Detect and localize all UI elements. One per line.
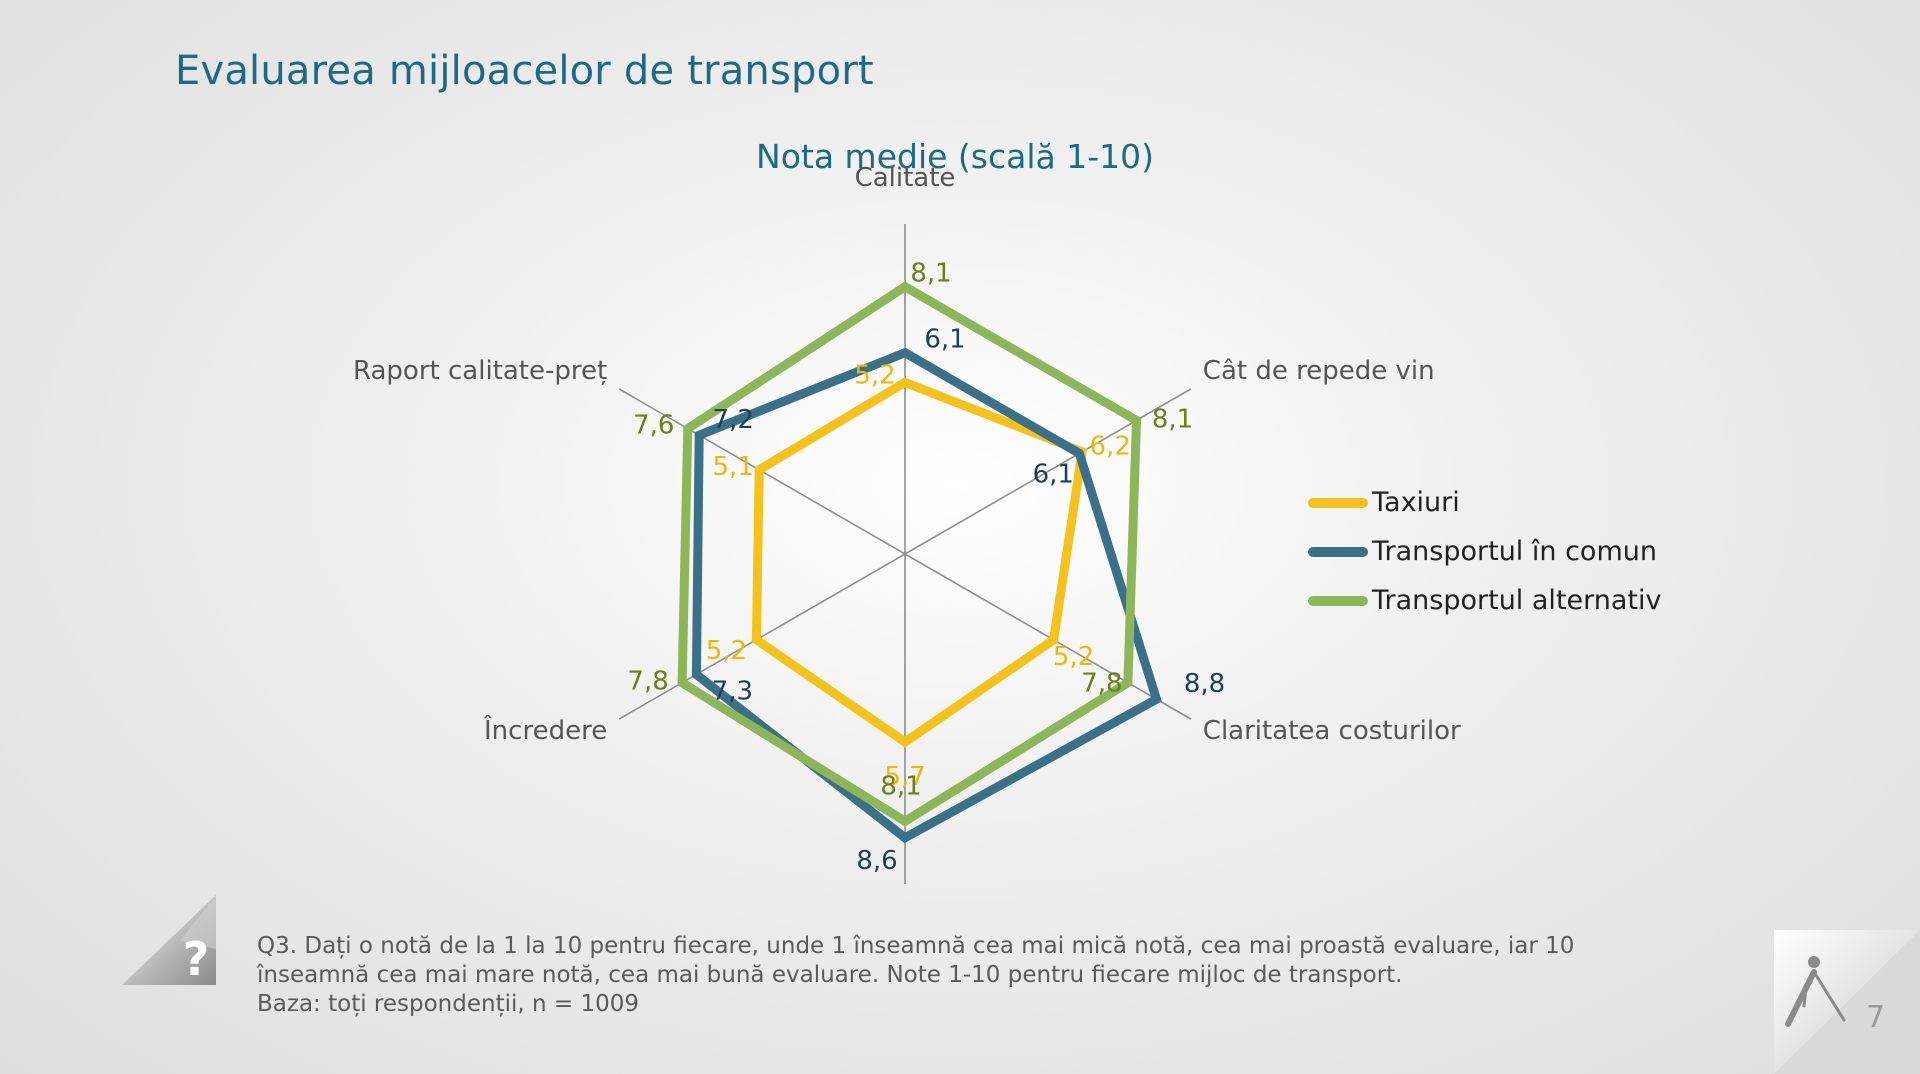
footnote-line-3: Baza: toți respondenții, n = 1009: [257, 991, 639, 1017]
data-label-taxiuri-incredere: 5,2: [706, 636, 747, 666]
question-footnote: Q3. Dați o notă de la 1 la 10 pentru fie…: [257, 932, 1677, 1019]
legend-label-transport-comun: Transportul în comun: [1372, 536, 1657, 567]
data-label-transport-alternativ-incredere: 7,8: [627, 667, 668, 697]
data-label-transport-comun-raport-calitate-pret: 7,2: [713, 405, 754, 435]
series-polygon-transport-comun: [691, 347, 1162, 844]
footnote-line-1: Q3. Dați o notă de la 1 la 10 pentru fie…: [257, 933, 1575, 959]
company-logo-icon: [1774, 930, 1920, 1074]
data-label-transport-alternativ-cat-de-repede-vin: 8,1: [1152, 404, 1193, 434]
data-label-transport-alternativ-calitate: 8,1: [910, 259, 951, 289]
axis-label-incredere: Încredere: [483, 714, 607, 746]
legend-swatch-taxiuri: [1308, 497, 1368, 508]
svg-text:?: ?: [183, 932, 210, 986]
series-polygon-transport-alternativ: [677, 281, 1142, 827]
chart-title: Nota medie (scală 1-10): [756, 137, 1154, 176]
legend-item-transport-alternativ[interactable]: Transportul alternativ: [1308, 576, 1662, 625]
axis-line-cat-de-repede-vin: [904, 388, 1192, 555]
data-label-transport-alternativ-claritatea-traseului: 8,1: [880, 771, 921, 801]
data-label-taxiuri-claritatea-costurilor: 5,2: [1053, 642, 1094, 672]
data-label-taxiuri-claritatea-traseului: 5,7: [884, 762, 925, 792]
data-label-transport-comun-incredere: 7,3: [712, 677, 753, 707]
data-label-transport-alternativ-raport-calitate-pret: 7,6: [633, 411, 674, 441]
axis-label-calitate: Calitate: [855, 163, 956, 193]
legend-swatch-transport-comun: [1308, 546, 1368, 557]
data-label-transport-comun-cat-de-repede-vin: 6,1: [1033, 459, 1074, 489]
data-label-transport-comun-calitate: 6,1: [924, 325, 965, 355]
page-title: Evaluarea mijloacelor de transport: [175, 48, 874, 94]
data-label-taxiuri-raport-calitate-pret: 5,1: [713, 452, 754, 482]
legend-label-transport-alternativ: Transportul alternativ: [1372, 585, 1662, 616]
legend-item-transport-comun[interactable]: Transportul în comun: [1308, 527, 1662, 576]
data-label-transport-comun-claritatea-costurilor: 8,8: [1184, 669, 1225, 699]
axis-line-incredere: [618, 553, 906, 720]
axis-label-claritatea-costurilor: Claritatea costurilor: [1203, 716, 1461, 746]
legend-item-taxiuri[interactable]: Taxiuri: [1308, 478, 1662, 527]
data-label-taxiuri-cat-de-repede-vin: 6,2: [1090, 432, 1131, 462]
axis-line-claritatea-costurilor: [904, 553, 1192, 720]
axis-label-cat-de-repede-vin: Cât de repede vin: [1203, 356, 1435, 386]
data-label-taxiuri-calitate: 5,2: [854, 360, 895, 390]
page-number: 7: [1866, 1000, 1886, 1035]
radar-series: [677, 281, 1162, 844]
data-label-transport-comun-claritatea-traseului: 8,6: [856, 846, 897, 876]
chart-legend: Taxiuri Transportul în comun Transportul…: [1308, 478, 1662, 625]
data-label-transport-alternativ-claritatea-costurilor: 7,8: [1081, 669, 1122, 699]
legend-swatch-transport-alternativ: [1308, 595, 1368, 606]
legend-label-taxiuri: Taxiuri: [1372, 487, 1460, 518]
radar-data-labels: 5,2 6,2 5,2 5,7 5,2 5,1 6,1 6,1 8,8 8,6 7,3 7,2 8,1 8…: [627, 259, 1225, 876]
question-mark-icon: ?: [122, 895, 216, 986]
axis-label-raport-calitate-pret: Raport calitate-preț: [353, 356, 607, 386]
footnote-line-2: înseamnă cea mai mare notă, cea mai bună…: [257, 962, 1403, 988]
